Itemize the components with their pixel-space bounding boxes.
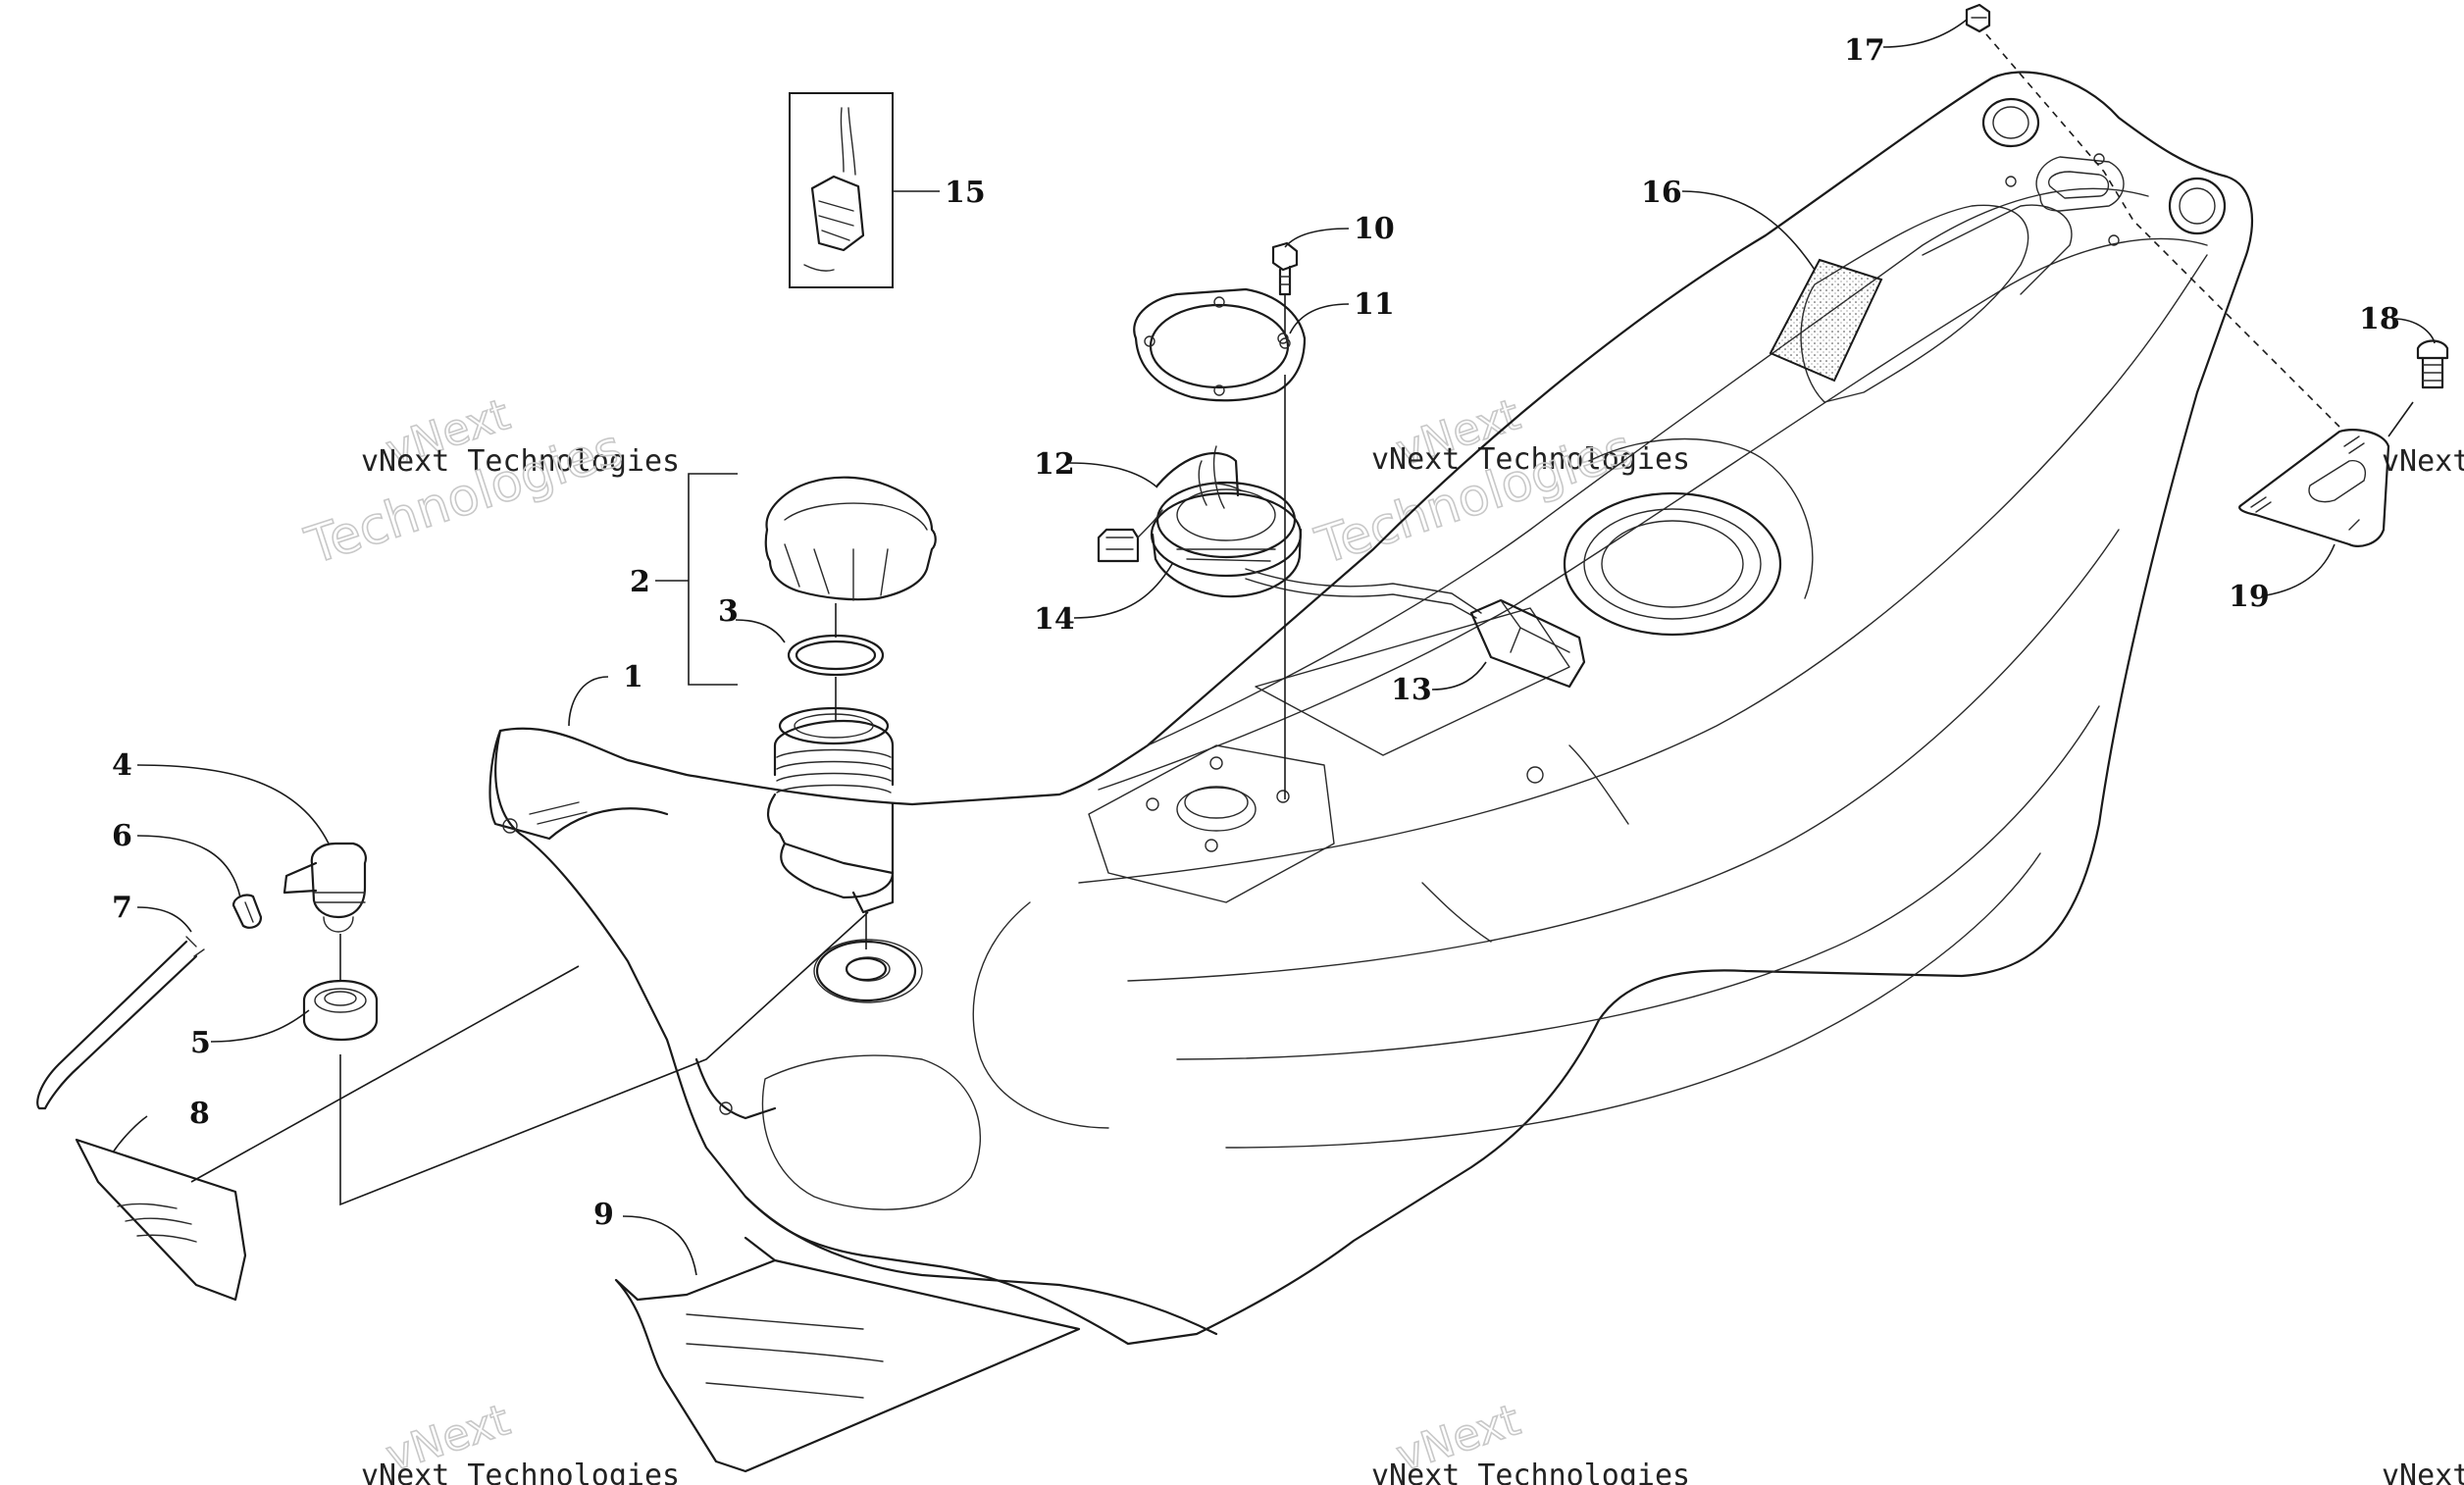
fuel-pump-assembly <box>1097 241 1586 799</box>
svg-text:vNext Technologies: vNext Technologies <box>2382 1459 2464 1485</box>
callout-8: 8 <box>189 1097 210 1131</box>
callout-1: 1 <box>623 660 643 694</box>
callout-6: 6 <box>112 819 132 853</box>
callout-14: 14 <box>1034 602 1075 637</box>
callout-3: 3 <box>718 594 739 629</box>
callout-4: 4 <box>112 748 132 783</box>
callout-15: 15 <box>945 176 986 210</box>
callout-5: 5 <box>190 1026 211 1060</box>
callout-11: 11 <box>1354 287 1395 322</box>
callout-13: 13 <box>1391 673 1432 707</box>
callout-7: 7 <box>112 891 132 925</box>
heat-shield-8 <box>75 1138 247 1302</box>
callout-19: 19 <box>2229 580 2270 614</box>
filler-assembly <box>655 473 937 1002</box>
rear-mount <box>1965 3 2449 547</box>
callout-numbers: 1 2 3 4 5 6 7 8 9 10 11 12 13 14 15 16 1… <box>112 33 2400 1232</box>
callout-18: 18 <box>2359 302 2400 336</box>
svg-text:vNext Technologies: vNext Technologies <box>2382 444 2464 479</box>
heat-shield-9 <box>614 1258 1081 1473</box>
svg-text:vNext Technologies: vNext Technologies <box>361 1459 680 1485</box>
svg-text:vNext Technologies: vNext Technologies <box>1371 1459 1690 1485</box>
callout-12: 12 <box>1034 447 1075 482</box>
watermark: vNext vNext Technologies Technologies vN… <box>298 388 2464 1485</box>
svg-text:vNext Technologies: vNext Technologies <box>1371 442 1690 477</box>
svg-text:vNext Technologies: vNext Technologies <box>361 444 680 479</box>
callout-9: 9 <box>593 1198 614 1232</box>
callout-10: 10 <box>1354 212 1395 246</box>
inset-fuel-module <box>789 92 940 288</box>
vent-assembly <box>36 842 869 1206</box>
callout-17: 17 <box>1844 33 1885 68</box>
callout-2: 2 <box>630 565 650 599</box>
callout-16: 16 <box>1641 176 1682 210</box>
fuel-tank <box>488 71 2254 1346</box>
callout-leaders <box>112 19 2436 1276</box>
heat-shields <box>75 1138 1081 1473</box>
tank-label-decal <box>1769 258 1883 383</box>
